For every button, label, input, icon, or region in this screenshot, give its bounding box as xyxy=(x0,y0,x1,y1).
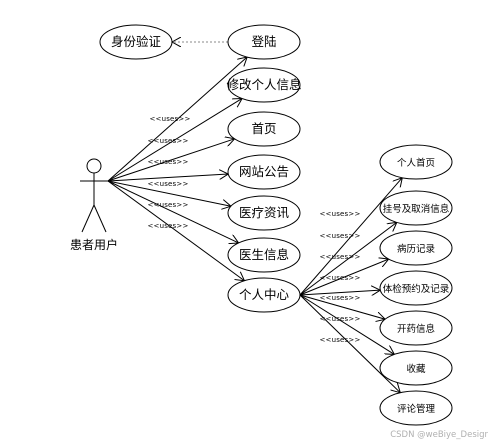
association-line-sub-5 xyxy=(299,294,394,354)
uses-stereotype-sub-4: <<uses>> xyxy=(319,294,360,302)
actor-label: 患者用户 xyxy=(70,237,118,252)
use-case-sub-6-ellipse xyxy=(379,390,453,426)
uses-stereotype-sub-1: <<uses>> xyxy=(319,232,360,240)
use-case-sub-2-ellipse xyxy=(379,230,453,266)
use-case-main-0: 登陆 xyxy=(227,24,301,60)
connector-lines: <<uses>> <<uses>> <<uses>> <<uses>> <<uses>>… xyxy=(107,42,402,393)
association-line-sub-2 xyxy=(299,259,389,296)
use-case-main-3: 网站公告 xyxy=(227,154,301,190)
association-line-main-3 xyxy=(107,174,228,182)
use-case-main-2-label: 首页 xyxy=(251,121,276,136)
use-case-sub-0-ellipse xyxy=(379,144,453,180)
uses-stereotype-main-4: <<uses>> xyxy=(147,180,188,188)
use-case-sub-4-label: 开药信息 xyxy=(397,323,435,335)
uses-stereotype-sub-5: <<uses>> xyxy=(319,315,360,323)
association-line-sub-3 xyxy=(299,290,380,295)
uses-stereotype-sub-0: <<uses>> xyxy=(319,210,360,218)
use-case-main-2-ellipse xyxy=(227,111,301,147)
uses-stereotype-main-2: <<uses>> xyxy=(147,137,188,145)
use-case-sub-1-ellipse xyxy=(379,190,453,226)
actor-head-icon xyxy=(86,158,102,174)
use-case-sub-5-label: 收藏 xyxy=(406,363,426,375)
use-case-sub-2: 病历记录 xyxy=(379,230,453,266)
use-case-main-6-ellipse xyxy=(227,277,301,313)
use-case-sub-0-label: 个人首页 xyxy=(397,157,435,169)
use-case-main-6-label: 个人中心 xyxy=(239,287,290,302)
use-case-sub-3-label: 体检预约及记录 xyxy=(383,283,450,295)
actor-figure: 患者用户 xyxy=(70,158,118,252)
uses-stereotype-main-6: <<uses>> xyxy=(147,222,188,230)
uses-stereotype-main-3: <<uses>> xyxy=(147,158,188,166)
use-case-sub-3: 体检预约及记录 xyxy=(379,270,453,306)
uses-stereotype-main-1: <<uses>> xyxy=(149,115,190,123)
use-case-main-4-label: 医疗资讯 xyxy=(239,205,290,220)
actor-right-leg xyxy=(93,204,107,233)
actor-left-leg xyxy=(81,204,95,233)
use-case-sub-1: 挂号及取消信息 xyxy=(379,190,453,226)
uses-stereotype-main-5: <<uses>> xyxy=(147,201,188,209)
association-line-main-6 xyxy=(107,180,244,281)
use-case-main-0-ellipse xyxy=(227,24,301,60)
use-case-main-5: 医生信息 xyxy=(227,237,301,273)
use-case-sub-6: 评论管理 xyxy=(379,390,453,426)
association-line-sub-6 xyxy=(299,294,400,393)
association-line-main-2 xyxy=(107,139,235,182)
use-case-main-5-ellipse xyxy=(227,237,301,273)
use-case-identity-verify-ellipse xyxy=(99,24,173,60)
use-case-sub-4: 开药信息 xyxy=(379,310,453,346)
use-case-sub-5-ellipse xyxy=(379,350,453,386)
use-case-main-3-label: 网站公告 xyxy=(239,164,289,179)
use-case-sub-4-ellipse xyxy=(379,310,453,346)
uses-stereotype-sub-2: <<uses>> xyxy=(319,253,360,261)
use-case-sub-5: 收藏 xyxy=(379,350,453,386)
use-case-main-2: 首页 xyxy=(227,111,301,147)
use-case-sub-2-label: 病历记录 xyxy=(397,243,436,255)
use-case-identity-verify: 身份验证 xyxy=(99,24,173,60)
association-line-main-0 xyxy=(107,57,247,182)
use-case-main-1: 修改个人信息 xyxy=(226,67,302,103)
use-case-sub-0: 个人首页 xyxy=(379,144,453,180)
association-line-sub-1 xyxy=(299,222,397,296)
use-case-main-4-ellipse xyxy=(227,195,301,231)
uses-stereotype-sub-3: <<uses>> xyxy=(319,274,360,282)
use-case-main-1-label: 修改个人信息 xyxy=(226,77,301,92)
association-line-main-4 xyxy=(107,180,231,206)
use-case-sub-1-label: 挂号及取消信息 xyxy=(383,203,450,215)
association-line-sub-4 xyxy=(299,294,385,319)
use-case-main-6: 个人中心 xyxy=(227,277,301,313)
watermark: CSDN @weBiye_Desigr xyxy=(390,430,488,440)
association-line-sub-0 xyxy=(299,178,402,296)
use-case-sub-6-label: 评论管理 xyxy=(397,403,436,415)
use-case-main-0-label: 登陆 xyxy=(251,34,276,49)
use-case-main-3-ellipse xyxy=(227,154,301,190)
use-case-main-1-ellipse xyxy=(227,67,301,103)
use-case-sub-3-ellipse xyxy=(379,270,453,306)
association-line-main-1 xyxy=(107,98,242,182)
use-case-identity-verify-label: 身份验证 xyxy=(111,34,162,49)
uses-stereotype-sub-6: <<uses>> xyxy=(319,336,360,344)
use-case-main-4: 医疗资讯 xyxy=(227,195,301,231)
use-case-main-5-label: 医生信息 xyxy=(239,247,289,262)
association-line-main-5 xyxy=(107,180,239,243)
